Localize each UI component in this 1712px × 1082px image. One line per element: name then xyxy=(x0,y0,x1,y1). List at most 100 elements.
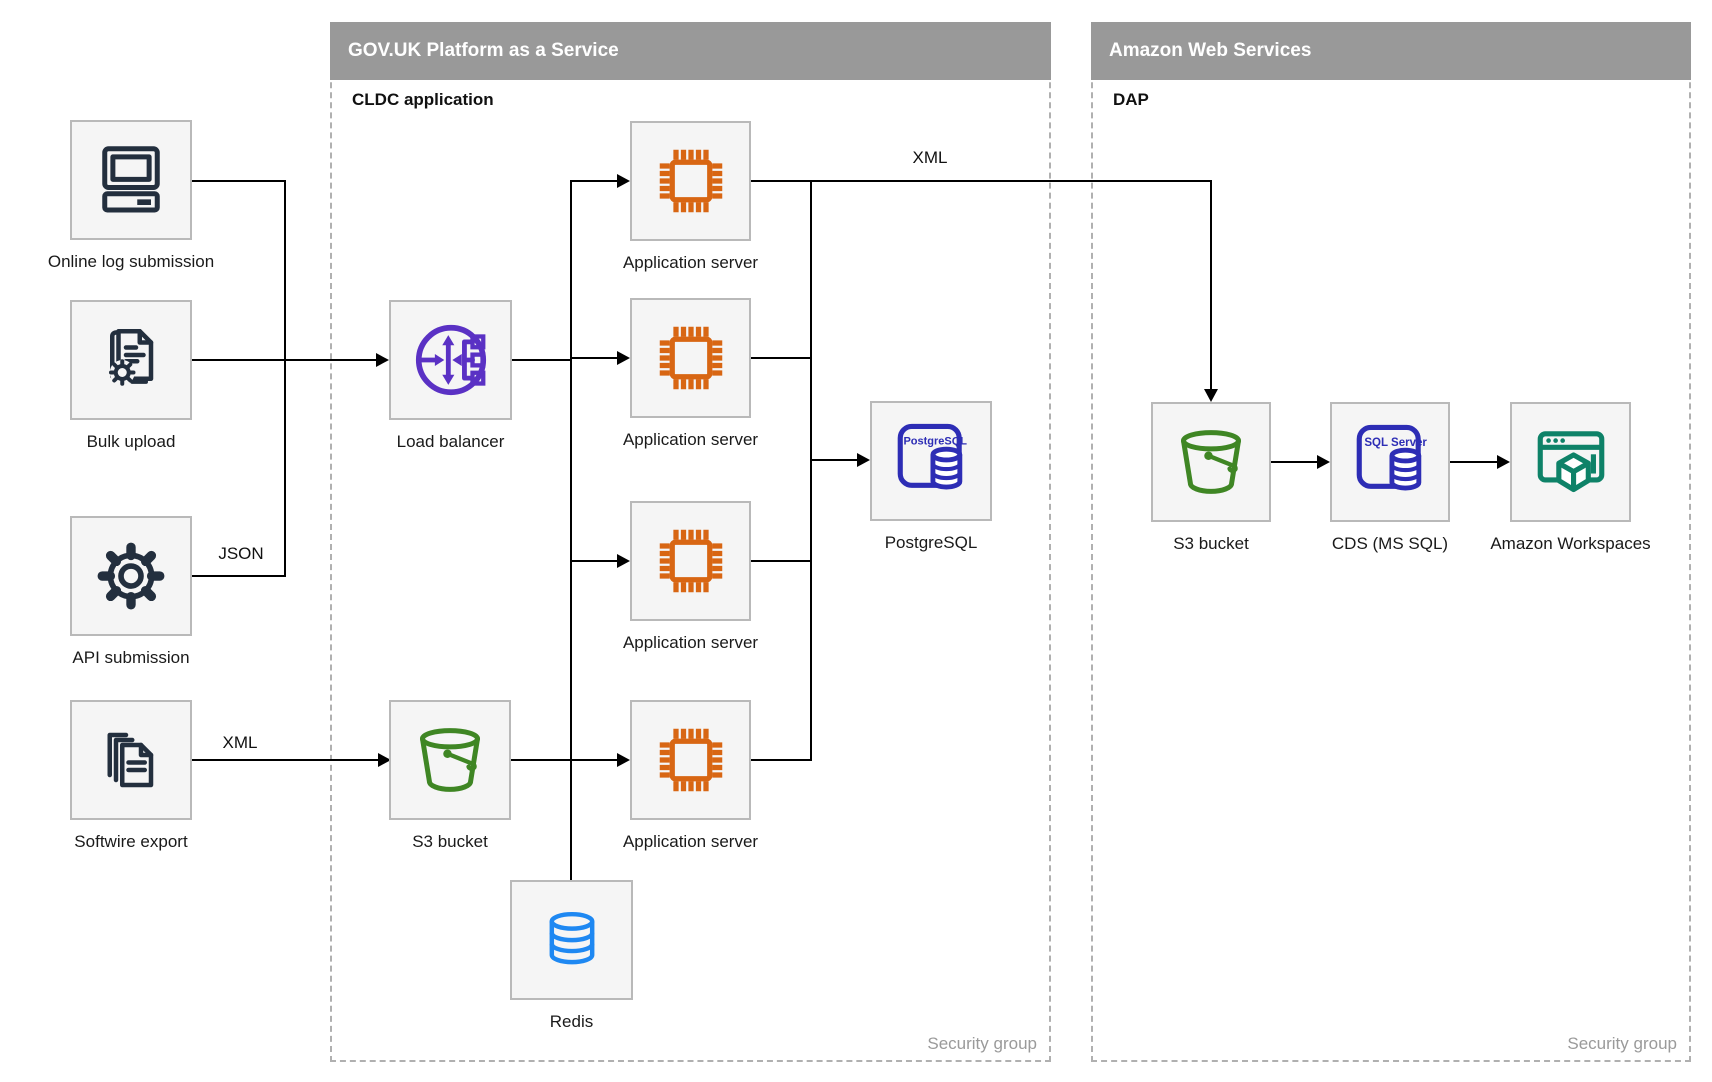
gear-icon xyxy=(97,542,165,610)
node-load-balancer: Load balancer xyxy=(389,300,512,451)
edge-s3-to-spine xyxy=(511,759,572,761)
postgresql-icon-text: PostgreSQL xyxy=(903,435,967,447)
node-cds-ms-sql: SQL Server CDS (MS SQL) xyxy=(1330,402,1450,553)
govuk-paas-title: GOV.UK Platform as a Service xyxy=(348,40,619,61)
node-box xyxy=(70,300,192,420)
edge-input-merge-vertical xyxy=(284,180,286,577)
edge-into-app3 xyxy=(571,560,618,562)
node-box: PostgreSQL xyxy=(870,401,992,521)
govuk-paas-container: GOV.UK Platform as a Service CLDC applic… xyxy=(330,22,1051,1062)
edge-app1-xml-to-aws xyxy=(751,180,1212,182)
node-label: Application server xyxy=(622,832,759,851)
node-box xyxy=(1510,402,1631,522)
node-label: PostgreSQL xyxy=(884,533,978,552)
sql-server-icon-text: SQL Server xyxy=(1364,437,1427,449)
node-box xyxy=(70,700,192,820)
document-gear-icon xyxy=(109,329,154,386)
node-application-server-2: Application server xyxy=(623,298,758,449)
node-amazon-workspaces: Amazon Workspaces xyxy=(1490,402,1651,553)
s3-bucket-icon xyxy=(1181,430,1241,494)
arrow-into-postgresql xyxy=(857,453,870,467)
node-box xyxy=(1151,402,1271,522)
arrow-into-s3-gov xyxy=(378,753,391,767)
node-postgresql: PostgreSQL PostgreSQL xyxy=(870,401,992,552)
node-application-server-3: Application server xyxy=(623,501,758,652)
node-online-log-submission: Online log submission xyxy=(48,120,214,271)
documents-stack-icon xyxy=(107,732,154,788)
json-edge-label: JSON xyxy=(214,544,268,564)
node-label: S3 bucket xyxy=(412,832,488,851)
cldc-application-label: CLDC application xyxy=(352,90,494,109)
node-s3-bucket-aws: S3 bucket xyxy=(1151,402,1271,553)
node-box: SQL Server xyxy=(1330,402,1450,522)
node-box xyxy=(630,501,751,621)
node-bulk-upload: Bulk upload xyxy=(70,300,192,451)
node-label: S3 bucket xyxy=(1173,534,1249,553)
sql-server-icon: SQL Server xyxy=(1356,424,1427,491)
edge-into-app1 xyxy=(571,180,618,182)
node-box xyxy=(389,700,511,820)
node-box xyxy=(389,300,512,420)
edge-app4-out xyxy=(751,759,812,761)
edge-s3aws-to-cds xyxy=(1271,461,1319,463)
aws-security-group-label: Security group xyxy=(1567,1034,1677,1053)
govuk-security-group-label: Security group xyxy=(927,1034,1037,1053)
arrow-into-load-balancer xyxy=(376,353,389,367)
node-box xyxy=(70,516,192,636)
node-label: Online log submission xyxy=(47,252,215,271)
edge-xml-drop-vertical xyxy=(1210,180,1212,392)
node-box xyxy=(510,880,633,1000)
arrow-into-app3 xyxy=(617,554,630,568)
edge-softwire-to-s3 xyxy=(192,759,379,761)
aws-container: Amazon Web Services DAP Security group xyxy=(1091,22,1691,1062)
node-box xyxy=(630,121,751,241)
edge-into-postgresql xyxy=(811,459,859,461)
postgresql-icon: PostgreSQL xyxy=(897,423,967,490)
node-label: API submission xyxy=(72,648,190,667)
arrow-into-app4 xyxy=(617,753,630,767)
chip-icon xyxy=(659,728,722,792)
node-label: CDS (MS SQL) xyxy=(1331,534,1449,553)
xml-transfer-edge-label: XML xyxy=(908,148,952,168)
edge-lb-to-spine xyxy=(512,359,572,361)
node-application-server-4: Application server xyxy=(623,700,758,851)
node-label: Application server xyxy=(622,253,759,272)
s3-bucket-icon xyxy=(420,728,480,792)
load-balancer-icon xyxy=(415,324,486,396)
edge-into-app2 xyxy=(571,357,618,359)
dap-label: DAP xyxy=(1113,90,1149,109)
edge-app2-out xyxy=(751,357,812,359)
node-label: Redis xyxy=(549,1012,594,1031)
edge-into-app4 xyxy=(571,759,618,761)
node-label: Application server xyxy=(622,633,759,652)
chip-icon xyxy=(659,149,722,213)
edge-api-out xyxy=(192,575,286,577)
node-box xyxy=(70,120,192,240)
edge-collector-vertical xyxy=(810,180,812,761)
edge-spine-vertical xyxy=(570,180,572,880)
redis-database-icon xyxy=(549,911,594,965)
arrow-into-s3-aws xyxy=(1204,389,1218,402)
node-label: Application server xyxy=(622,430,759,449)
edge-online-out xyxy=(192,180,286,182)
node-s3-bucket-gov: S3 bucket xyxy=(389,700,511,851)
arrow-into-workspaces xyxy=(1497,455,1510,469)
aws-header: Amazon Web Services xyxy=(1091,22,1691,80)
aws-title: Amazon Web Services xyxy=(1109,40,1312,61)
node-softwire-export: Softwire export xyxy=(70,700,192,851)
edge-app3-out xyxy=(751,560,812,562)
chip-icon xyxy=(659,529,722,593)
node-api-submission: API submission xyxy=(70,516,192,667)
arrow-into-cds xyxy=(1317,455,1330,469)
arrow-into-app2 xyxy=(617,351,630,365)
workspaces-icon xyxy=(1537,431,1604,493)
node-label: Load balancer xyxy=(396,432,505,451)
arrow-into-app1 xyxy=(617,174,630,188)
node-label: Softwire export xyxy=(74,832,188,851)
govuk-paas-header: GOV.UK Platform as a Service xyxy=(330,22,1051,80)
node-application-server-1: Application server xyxy=(623,121,758,272)
chip-icon xyxy=(659,326,722,390)
node-label: Bulk upload xyxy=(86,432,176,451)
edge-cds-to-workspaces xyxy=(1450,461,1499,463)
